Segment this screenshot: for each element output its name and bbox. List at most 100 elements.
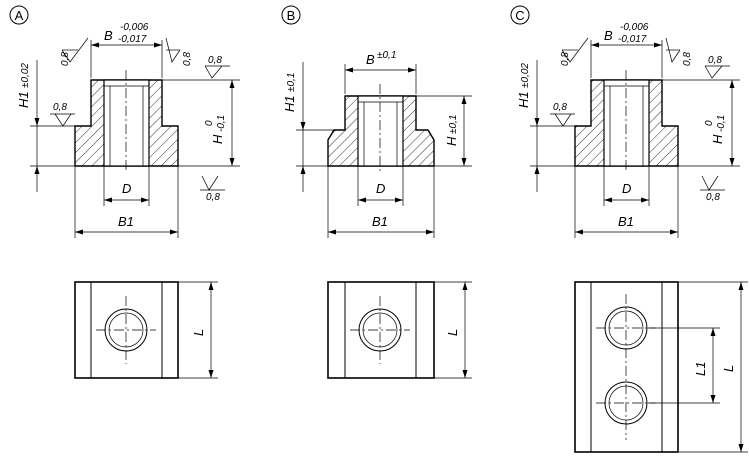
dimension-label: 0,8 xyxy=(206,192,220,203)
dimension-label: H1 xyxy=(282,95,297,112)
view-a-b-tol-lower: -0,017 xyxy=(118,34,147,45)
view-a-roughness-bottom: 0,8 xyxy=(200,175,225,203)
dimension-label: ±0,02 xyxy=(20,63,31,88)
view-c-roughness-bottom: 0,8 xyxy=(700,175,725,203)
dimension-label: 0,8 xyxy=(706,192,720,203)
roughness-symbol xyxy=(554,113,572,127)
view-a: A B -0,006 -0,017 0,8 xyxy=(9,5,240,379)
dimension-arrowhead xyxy=(729,158,735,166)
view-c-dim-h1: H1 ±0,02 xyxy=(516,60,575,192)
dimension-label: B xyxy=(604,28,613,43)
dimension-label: 0,8 xyxy=(60,52,71,66)
view-b-plan: L xyxy=(327,281,472,379)
view-b-section xyxy=(327,84,435,172)
dimension-arrowhead xyxy=(461,158,467,166)
dimension-label: B1 xyxy=(118,214,134,229)
dimension-arrowhead xyxy=(738,282,744,290)
dimension-arrowhead xyxy=(75,229,83,235)
dimension-label: 0,8 xyxy=(553,102,567,113)
dimension-arrowhead xyxy=(170,229,178,235)
dimension-label: D xyxy=(622,181,631,196)
dimension-label: 0,8 xyxy=(708,55,722,66)
dimension-label: ±0,1 xyxy=(286,73,297,92)
view-c-roughness-right: 0,8 xyxy=(665,37,693,66)
dimension-label: 0 xyxy=(704,120,715,126)
view-b-dim-d: D xyxy=(357,166,404,206)
roughness-symbol xyxy=(201,175,219,191)
dimension-arrowhead xyxy=(229,158,235,166)
dimension-label: L xyxy=(445,329,460,336)
view-c-dim-b1: B1 xyxy=(574,166,679,238)
view-a-marker-label: A xyxy=(15,8,24,23)
dimension-label: L xyxy=(191,329,206,336)
view-a-dim-h: H 0 -0,1 xyxy=(162,79,240,167)
view-b-dim-b1: B1 xyxy=(327,166,435,238)
dimension-label: 0 xyxy=(204,120,215,126)
dimension-label: H xyxy=(210,134,225,144)
view-b-dim-h1: H1 ±0,1 xyxy=(282,62,345,192)
roughness-symbol xyxy=(665,37,681,63)
dimension-label: 0,8 xyxy=(208,55,222,66)
view-c-plan: L1 L xyxy=(574,281,748,453)
dimension-arrowhead xyxy=(408,67,416,73)
dimension-arrowhead xyxy=(229,80,235,88)
dimension-arrowhead xyxy=(104,197,112,203)
dimension-label: D xyxy=(376,181,385,196)
dimension-arrowhead xyxy=(208,370,214,378)
dimension-label: H xyxy=(444,136,459,146)
dimension-arrowhead xyxy=(534,118,540,126)
dimension-label: ±0,1 xyxy=(377,50,396,61)
dimension-label: -0,1 xyxy=(716,115,727,132)
dimension-arrowhead xyxy=(575,229,583,235)
dimension-arrowhead xyxy=(426,229,434,235)
dimension-label: 0,8 xyxy=(560,52,571,66)
dimension-label: -0,017 xyxy=(618,34,647,45)
roughness-symbol xyxy=(704,65,723,79)
view-a-dim-h1: H1 ±0,02 xyxy=(16,60,75,192)
dimension-label: 0,8 xyxy=(53,102,67,113)
view-b-marker-label: B xyxy=(287,8,296,23)
dimension-label: B1 xyxy=(372,214,388,229)
view-c-roughness-mid: 0,8 xyxy=(550,102,575,127)
dimension-arrowhead xyxy=(34,118,40,126)
view-a-roughness-mid: 0,8 xyxy=(50,102,75,127)
view-c: C B -0,006 -0,017 0,8 0,8 xyxy=(510,5,748,453)
dimension-arrowhead xyxy=(358,197,366,203)
dimension-arrowhead xyxy=(328,229,336,235)
dimension-arrowhead xyxy=(461,96,467,104)
dimension-label: B1 xyxy=(618,214,634,229)
roughness-symbol xyxy=(204,65,223,79)
view-b-dim-h: H ±0,1 xyxy=(416,95,472,167)
view-c-roughness-left: 0,8 xyxy=(560,37,589,66)
dimension-label: ±0,1 xyxy=(448,115,459,134)
part-outline xyxy=(327,281,435,379)
view-a-dim-d: D xyxy=(103,166,150,206)
dimension-arrowhead xyxy=(141,197,149,203)
roughness-symbol xyxy=(561,37,589,63)
dimension-arrowhead xyxy=(345,67,353,73)
view-a-section xyxy=(74,70,179,172)
view-a-b-tol-upper: -0,006 xyxy=(120,22,149,33)
view-b-marker-circle xyxy=(281,5,301,25)
part-outline xyxy=(74,281,179,379)
dimension-arrowhead xyxy=(34,166,40,174)
dimension-label: H xyxy=(710,134,725,144)
dimension-arrowhead xyxy=(154,42,162,48)
dimension-arrowhead xyxy=(738,444,744,452)
dimension-arrowhead xyxy=(462,370,468,378)
roughness-symbol xyxy=(165,37,181,63)
view-a-roughness-left: 0,8 xyxy=(60,37,89,66)
dimension-label: D xyxy=(122,181,131,196)
dimension-arrowhead xyxy=(654,42,662,48)
dimension-label: -0,1 xyxy=(216,115,227,132)
view-c-dim-h: H 0 -0,1 xyxy=(662,79,740,167)
view-c-dim-b: B -0,006 -0,017 xyxy=(590,22,663,78)
view-a-plan: L xyxy=(74,281,218,379)
view-c-section xyxy=(574,70,679,172)
roughness-symbol xyxy=(61,37,89,63)
dimension-label: H1 xyxy=(16,91,31,108)
dimension-label: 0,8 xyxy=(682,52,693,66)
view-a-dim-b: B -0,006 -0,017 xyxy=(90,22,163,78)
dimension-label: L1 xyxy=(693,362,708,376)
